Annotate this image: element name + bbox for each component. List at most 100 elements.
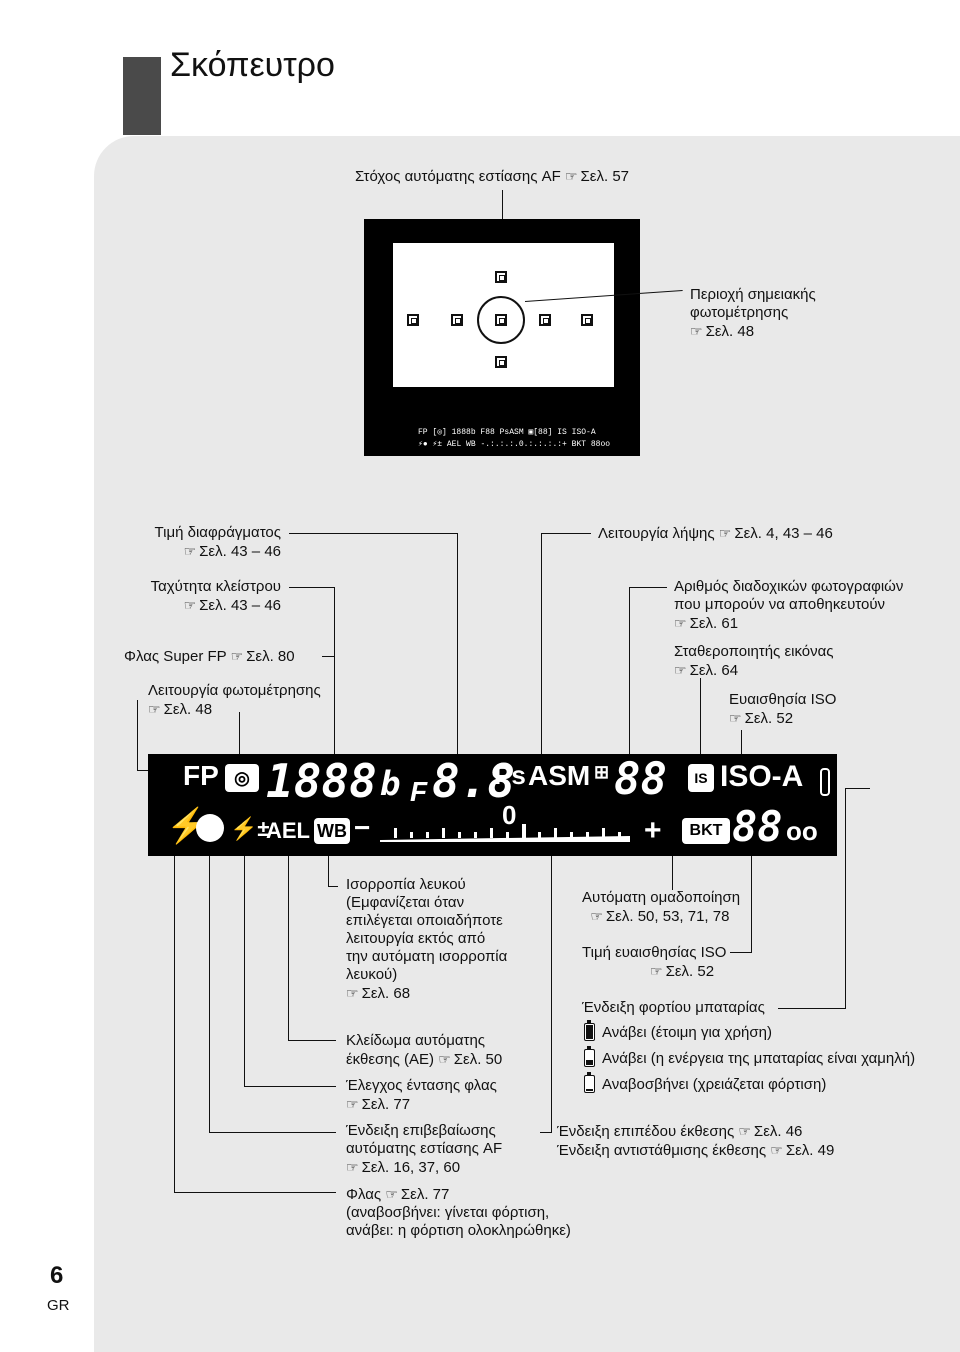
- page-ref-icon: ☞: [674, 615, 687, 631]
- page-title: Σκόπευτρο: [170, 46, 335, 84]
- mini-lcd-row2: ⚡● ⚡± AEL WB -.:.:.:.0.:.:.:.:+ BKT 88oo: [418, 440, 611, 449]
- metering-icon: ◎: [225, 764, 259, 792]
- battery-low-icon: [584, 1046, 595, 1067]
- shutter-label: Ταχύτητα κλείστρου ☞Σελ. 43 – 46: [150, 578, 281, 614]
- lcd-bkt: BKT: [682, 818, 730, 844]
- battery-full-icon: [584, 1020, 595, 1041]
- leader-line: [845, 788, 846, 1008]
- leader-line: [730, 952, 752, 953]
- af-point-bottom: [495, 356, 507, 368]
- leader-line: [551, 856, 552, 1132]
- leader-line: [778, 1008, 846, 1009]
- exposure-label: Ένδειξη επιπέδου έκθεσης ☞Σελ. 46 Ένδειξ…: [557, 1123, 835, 1159]
- leader-line: [174, 1192, 336, 1193]
- lcd-oo: oo: [786, 816, 818, 846]
- leader-line: [288, 1040, 336, 1041]
- page-ref-icon: ☞: [346, 1096, 359, 1112]
- lcd-iso-value: 88: [732, 802, 783, 851]
- super-fp-label: Φλας Super FP ☞Σελ. 80: [124, 648, 295, 665]
- flash-intensity-icon: ⚡±: [230, 816, 270, 841]
- metering-label: Λειτουργία φωτομέτρησης ☞Σελ. 48: [148, 682, 321, 718]
- iso-value-label: Τιμή ευαισθησίας ISO ☞Σελ. 52: [582, 944, 727, 980]
- leader-line: [288, 856, 289, 1040]
- page-ref-icon: ☞: [183, 543, 197, 559]
- flash-intensity-label: Έλεγχος έντασης φλας ☞Σελ. 77: [346, 1077, 497, 1113]
- leader-line: [541, 533, 591, 534]
- leader-line: [751, 856, 752, 952]
- leader-line: [289, 587, 334, 588]
- page-ref-icon: ☞: [729, 710, 742, 726]
- language-code: GR: [47, 1297, 70, 1314]
- mini-lcd-row1: FP [◎] 1888b F88 PsASM ▣[88] IS ISO-A: [418, 428, 596, 437]
- spot-metering-circle: [477, 296, 525, 344]
- control-panel-lcd: FP ◎ 1888 b F 8.8 Ps ASM ⊞ 88 IS ISO-A ⚡…: [148, 754, 837, 856]
- battery-icon: [820, 768, 830, 796]
- lcd-fp: FP: [183, 760, 219, 791]
- lcd-aperture: 8.8: [432, 754, 516, 808]
- lcd-f: F: [410, 776, 428, 807]
- burst-count-label: Αριθμός διαδοχικών φωτογραφιών που μπορο…: [674, 578, 904, 632]
- spot-area-label: Περιοχή σημειακής φωτομέτρησης ☞Σελ. 48: [690, 286, 816, 340]
- battery-state-empty: Αναβοσβήνει (χρειάζεται φόρτιση): [602, 1076, 827, 1093]
- lcd-asm: ASM: [528, 760, 591, 791]
- page-ref-icon: ☞: [385, 1186, 398, 1202]
- af-point-right: [539, 314, 551, 326]
- leader-line: [322, 656, 334, 657]
- af-point-far-left: [407, 314, 419, 326]
- page-ref-icon: ☞: [718, 525, 732, 541]
- leader-line: [672, 856, 673, 890]
- page-ref-icon: ☞: [690, 323, 703, 339]
- af-point-far-right: [581, 314, 593, 326]
- af-point-top: [495, 271, 507, 283]
- lcd-ps: Ps: [494, 760, 526, 790]
- page-ref-icon: ☞: [230, 648, 244, 664]
- wb-label: Ισορροπία λευκού (Εμφανίζεται όταν επιλέ…: [346, 876, 508, 1002]
- lcd-ael: AEL: [266, 818, 310, 843]
- battery-title: Ένδειξη φορτίου μπαταρίας: [582, 999, 765, 1016]
- viewfinder-mini-lcd: FP [◎] 1888b F88 PsASM ▣[88] IS ISO-A ⚡●…: [418, 425, 610, 453]
- lcd-is: IS: [688, 764, 714, 792]
- burst-icon: ⊞: [594, 762, 610, 782]
- exposure-scale-ticks: [380, 824, 630, 842]
- ae-lock-label: Κλείδωμα αυτόματης έκθεσης (AE) ☞Σελ. 50: [346, 1032, 503, 1068]
- lcd-zero: 0: [502, 800, 517, 830]
- lcd-wb: WB: [314, 818, 350, 844]
- page-ref-icon: ☞: [148, 701, 161, 717]
- page-ref-icon: ☞: [674, 662, 687, 678]
- page-ref-icon: ☞: [564, 168, 578, 184]
- lcd-shutter-bulb: b: [380, 764, 401, 804]
- lcd-burst: 88: [614, 754, 667, 805]
- page-ref-icon: ☞: [590, 908, 603, 924]
- exposure-scale: [380, 824, 630, 846]
- lcd-plus: +: [644, 814, 662, 847]
- lcd-shutter: 1888: [266, 754, 377, 808]
- page-ref-icon: ☞: [346, 985, 359, 1001]
- stabilizer-label: Σταθεροποιητής εικόνας ☞Σελ. 64: [674, 643, 834, 679]
- leader-line: [845, 788, 870, 789]
- page-ref-icon: ☞: [438, 1051, 451, 1067]
- leader-line: [629, 587, 630, 789]
- af-target-label: Στόχος αυτόματης εστίασης AF ☞Σελ. 57: [355, 168, 630, 185]
- iso-label: Ευαισθησία ISO ☞Σελ. 52: [729, 691, 837, 727]
- page-ref-icon: ☞: [738, 1123, 751, 1139]
- bracket-label: Αυτόματη ομαδοποίηση ☞Σελ. 50, 53, 71, 7…: [582, 889, 741, 925]
- leader-line: [137, 700, 138, 770]
- af-confirm-icon: [196, 814, 224, 842]
- leader-line: [457, 533, 458, 789]
- shooting-mode-label: Λειτουργία λήψης ☞Σελ. 4, 43 – 46: [598, 525, 833, 542]
- flash-label: Φλας ☞Σελ. 77 (αναβοσβήνει: γίνεται φόρτ…: [346, 1186, 571, 1239]
- af-confirm-label: Ένδειξη επιβεβαίωσης αυτόματης εστίασης …: [346, 1122, 503, 1176]
- lcd-minus: −: [354, 812, 371, 843]
- leader-line: [540, 1132, 552, 1133]
- leader-line: [289, 533, 457, 534]
- leader-line: [244, 1086, 336, 1087]
- leader-line: [244, 856, 245, 1086]
- leader-line: [541, 533, 542, 789]
- leader-line: [328, 886, 338, 887]
- leader-line: [174, 856, 175, 1192]
- leader-line: [328, 856, 329, 886]
- page-ref-icon: ☞: [770, 1142, 783, 1158]
- leader-line: [239, 712, 240, 789]
- lcd-iso: ISO-A: [720, 760, 804, 793]
- af-point-left: [451, 314, 463, 326]
